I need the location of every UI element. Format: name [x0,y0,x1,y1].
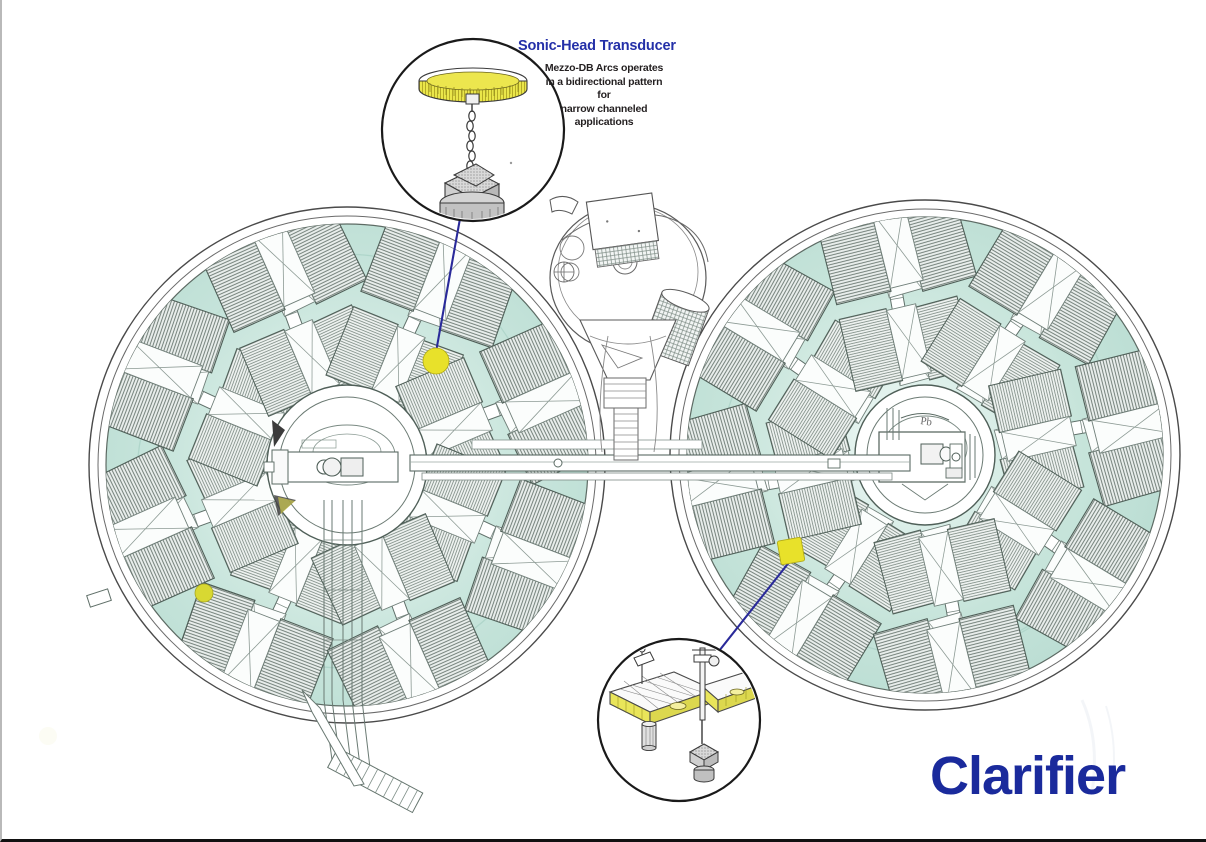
transducer-disc [418,67,528,103]
left-tank-hub [263,384,428,700]
callout-leader-lines [434,212,795,652]
right-tank-contents: Pb [687,217,1163,693]
callout-body-line-3: narrow channeled applications [560,102,648,129]
callout-title-sonic-head: Sonic-Head Transducer [518,38,676,54]
callout-body-line-1: Mezzo-DB Arcs operates [544,62,664,74]
tower-equipment-box [585,192,660,268]
marker-right [776,536,806,566]
leader-line-sonic-head [434,212,463,353]
marker-left-lower [194,583,214,603]
callout-raft-panel-assembly [596,637,762,803]
connecting-bridge [409,439,911,481]
raft-dangling-cylinder [641,720,657,752]
center-tower-platform [549,192,710,461]
tower-ladder [603,377,647,461]
left-tank-outlet-stair [301,689,424,814]
leader-line-raft [718,555,795,652]
raft-deck-left [608,671,716,725]
paper-watermark [39,699,1115,793]
callout-body-sonic-head: Mezzo-DB Arcs operates in a bidirectiona… [542,62,666,130]
left-tank-edge-fitting [86,588,112,608]
callout-sonic-head-transducer [380,37,566,223]
page-title: Clarifier [930,746,1126,806]
tank-markers [194,347,806,603]
right-clarifier-tank: Pb [669,199,1181,711]
svg-text:Pb: Pb [920,415,934,429]
right-tank-spokes [687,217,1163,693]
callout-body-line-2: in a bidirectional pattern for [545,75,663,102]
raft-transducer-unit [688,720,720,783]
transducer-body [439,163,505,219]
left-clarifier-tank [86,206,606,814]
marker-left-upper [422,347,450,375]
